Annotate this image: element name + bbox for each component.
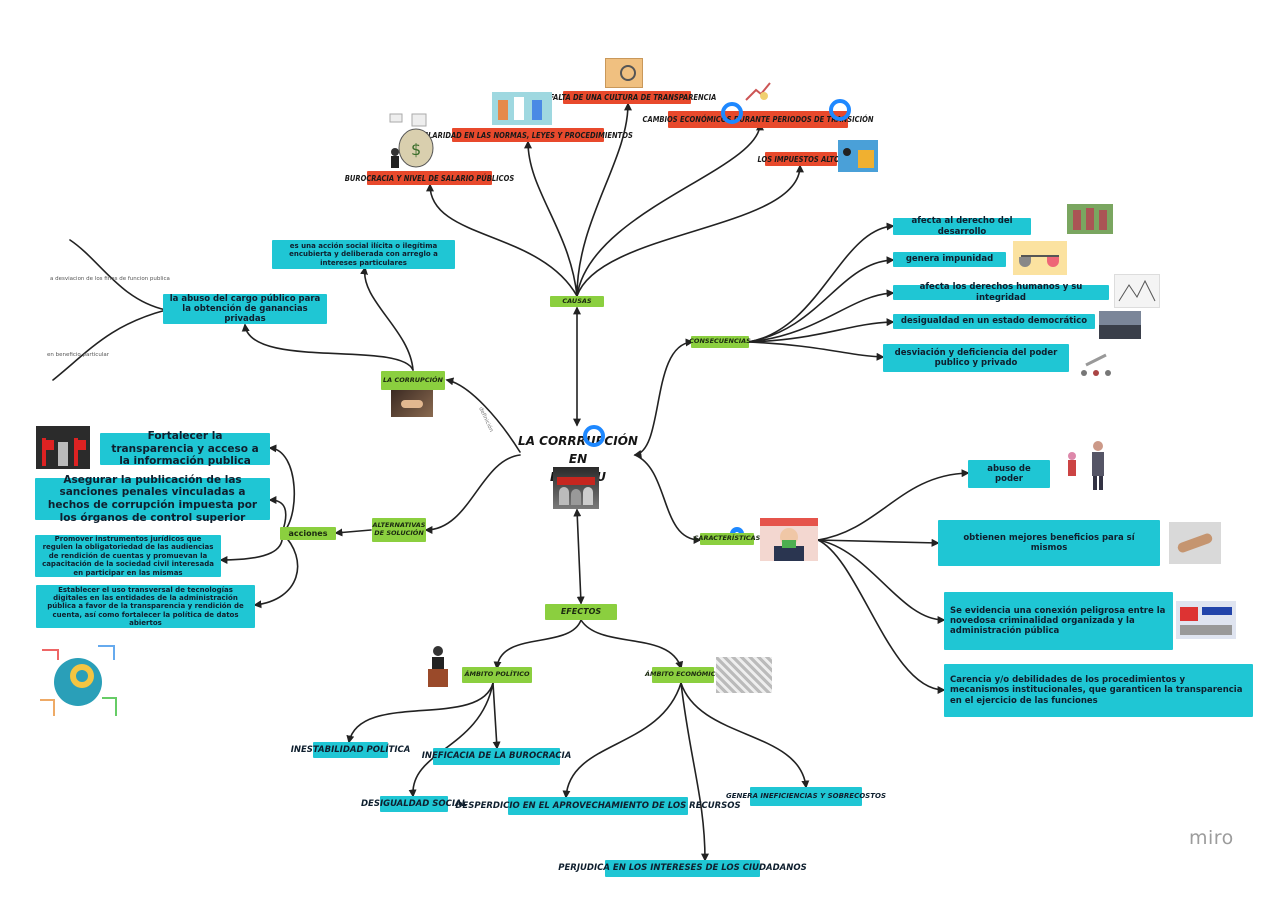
- effect-citizen-interests[interactable]: PERJUDICA EN LOS INTERESES DE LOS CIUDAD…: [558, 860, 807, 877]
- effect-resource-waste[interactable]: DESPERDICIO EN EL APROVECHAMIENTO DE LOS…: [455, 797, 741, 815]
- characteristic-criminal-connection[interactable]: Se evidencia una conexión peligrosa entr…: [944, 592, 1173, 650]
- corrupcion-node[interactable]: LA CORRUPCIÓN: [381, 371, 445, 390]
- crowd-protest-image: [1099, 311, 1141, 339]
- cause-bureaucracy-salary[interactable]: BUROCRACIA Y NIVEL DE SALARIO PÚBLICOS: [345, 171, 514, 185]
- cause-economic-changes[interactable]: CAMBIOS ECONÓMICOS DURANTE PERIODOS DE T…: [643, 111, 873, 128]
- growth-arrow-image: [744, 80, 772, 102]
- effect-political-instability[interactable]: INESTABILIDAD POLÍTICA: [291, 742, 410, 758]
- congress-flags-image: [36, 426, 90, 469]
- efectos-node[interactable]: EFECTOS: [545, 604, 617, 620]
- definicion-connector-label: definición: [477, 406, 495, 434]
- boss-employee-image: [1060, 438, 1114, 492]
- central-title-line-1: LA CORRRUPCIÓN EN: [518, 434, 638, 466]
- network-figures-image: [1076, 345, 1116, 379]
- svg-text:$: $: [411, 140, 421, 159]
- abuse-of-office-text[interactable]: la abuso del cargo público para la obten…: [163, 294, 327, 324]
- characteristic-personal-benefits[interactable]: obtienen mejores beneficios para sí mism…: [938, 520, 1160, 566]
- economy-sketch-image: [716, 657, 772, 693]
- action-transparency-access[interactable]: Fortalecer la transparencia y acceso a l…: [100, 430, 270, 467]
- folder-magnifier-image: [605, 58, 643, 88]
- digital-head-image: [38, 640, 118, 720]
- consequence-development[interactable]: afecta al derecho del desarrollo: [893, 216, 1031, 237]
- consecuencias-node[interactable]: CONSECUENCIAS: [689, 336, 751, 348]
- politician-podium-image: [426, 645, 450, 689]
- taxes-chart-image: [838, 140, 878, 172]
- miro-logo: miro: [1189, 827, 1234, 849]
- consequence-power-deviation[interactable]: desviación y deficiencia del poder publi…: [883, 344, 1069, 372]
- action-accountability-hearings[interactable]: Promover instrumentos jurídicos que regu…: [35, 535, 221, 577]
- businessman-money-image: [760, 518, 818, 561]
- effect-bureaucracy-inefficiency[interactable]: INEFICACIA DE LA BUROCRACIA: [422, 748, 571, 765]
- central-photo-image: [553, 467, 599, 509]
- money-bag-image: $: [386, 110, 442, 170]
- causas-node[interactable]: CAUSAS: [550, 296, 604, 307]
- side-note-deviation: a desviacion de los fines de funcion pub…: [50, 276, 170, 282]
- comment-pin-icon[interactable]: [583, 425, 605, 447]
- caracteristicas-node[interactable]: CARACTERÍSTICAS: [694, 533, 760, 545]
- consequence-inequality[interactable]: desigualdad en un estado democrático: [893, 314, 1095, 329]
- cartoon-sketch-image: [1114, 274, 1160, 308]
- alternativas-node[interactable]: ALTERNATIVAS DE SOLUCIÓN: [372, 518, 426, 542]
- characteristic-institutional-weakness[interactable]: Carencia y/o debilidades de los procedim…: [944, 664, 1253, 717]
- side-note-benefit: en beneficio particular: [47, 352, 109, 358]
- action-digital-technologies[interactable]: Establecer el uso transversal de tecnolo…: [36, 585, 255, 628]
- bribe-handshake-image: [391, 390, 433, 417]
- corruption-definition-text[interactable]: es una acción social ilícita o ilegítima…: [272, 240, 455, 269]
- characteristic-abuse-power[interactable]: abuso de poder: [968, 460, 1050, 488]
- action-publish-sanctions[interactable]: Asegurar la publicación de las sanciones…: [35, 474, 270, 524]
- people-group-image: [1067, 204, 1113, 234]
- consequence-human-rights[interactable]: afecta los derechos humanos y su integri…: [893, 282, 1109, 303]
- office-people-image: [492, 92, 552, 125]
- cause-transparency-culture[interactable]: LA FALTA DE UNA CULTURA DE TRANSPARENCIA: [537, 91, 717, 104]
- acciones-node[interactable]: acciones: [280, 527, 336, 540]
- news-collage-image: [1176, 601, 1236, 639]
- effect-inefficiencies-costs[interactable]: GENERA INEFICIENCIAS Y SOBRECOSTOS: [726, 787, 886, 806]
- effect-social-inequality[interactable]: DESIGUALDAD SOCIAL: [361, 796, 467, 812]
- comment-pin-icon[interactable]: [721, 102, 743, 124]
- cause-high-taxes[interactable]: LOS IMPUESTOS ALTOS: [757, 152, 845, 166]
- consequence-impunity[interactable]: genera impunidad: [893, 252, 1006, 267]
- comment-pin-icon[interactable]: [829, 99, 851, 121]
- ambito-politico-node[interactable]: ÁMBITO POLÍTICO: [462, 667, 532, 683]
- ambito-economico-node[interactable]: ÁMBITO ECONÓMICO: [645, 667, 721, 683]
- handshake-image: [1169, 522, 1221, 564]
- cause-clear-rules[interactable]: CLARIDAD EN LAS NORMAS, LEYES Y PROCEDIM…: [423, 128, 633, 142]
- scales-justice-image: [1013, 241, 1067, 275]
